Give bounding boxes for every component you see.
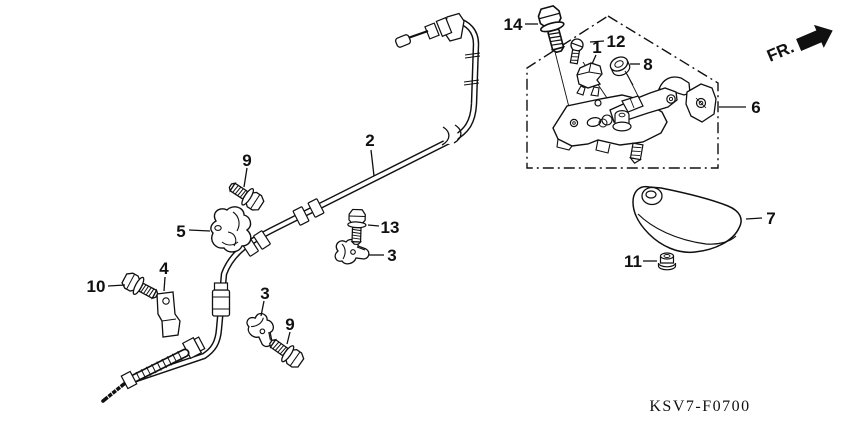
part-nut-8 bbox=[609, 56, 634, 86]
callout-1-label: 1 bbox=[592, 38, 601, 57]
callout-3-lower-label: 3 bbox=[260, 284, 269, 303]
part-clamp-5 bbox=[210, 206, 252, 253]
callout-10-label: 10 bbox=[87, 277, 106, 296]
part-nut-11 bbox=[657, 252, 677, 271]
callout-4-label: 4 bbox=[159, 259, 169, 278]
fr-direction-marker: FR. bbox=[764, 24, 833, 66]
dashed-detail-box bbox=[526, 15, 719, 169]
callout-6-label: 6 bbox=[751, 98, 760, 117]
part-bolt-10 bbox=[119, 269, 162, 305]
callout-13-label: 13 bbox=[381, 218, 400, 237]
part-bracket-4 bbox=[156, 291, 181, 338]
callout-8-label: 8 bbox=[643, 55, 652, 74]
part-clamp-3-upper bbox=[334, 238, 370, 265]
callout-5-label: 5 bbox=[176, 222, 185, 241]
part-cover-7 bbox=[632, 185, 742, 254]
callout-9-lower-label: 9 bbox=[285, 315, 294, 334]
part-bolt-14 bbox=[534, 3, 572, 56]
part-cable-2 bbox=[101, 12, 481, 403]
callout-12-label: 12 bbox=[607, 32, 626, 51]
callout-9-upper-label: 9 bbox=[242, 151, 251, 170]
callout-14-label: 14 bbox=[504, 15, 523, 34]
callout-2-label: 2 bbox=[365, 131, 374, 150]
part-screw-12 bbox=[569, 38, 584, 65]
callout-7-label: 7 bbox=[766, 209, 775, 228]
callout-labels: 14 12 1 8 6 2 13 3 5 9 10 4 3 9 7 11 bbox=[87, 15, 776, 334]
callout-leaders bbox=[107, 23, 763, 345]
fr-label: FR. bbox=[764, 37, 797, 65]
part-bracket-assembly bbox=[551, 39, 717, 164]
part-switch-1 bbox=[576, 62, 603, 97]
fr-arrow-icon bbox=[796, 24, 833, 51]
callout-3-upper-label: 3 bbox=[387, 246, 396, 265]
part-code: KSV7-F0700 bbox=[649, 398, 750, 415]
callout-11-label: 11 bbox=[624, 252, 642, 271]
